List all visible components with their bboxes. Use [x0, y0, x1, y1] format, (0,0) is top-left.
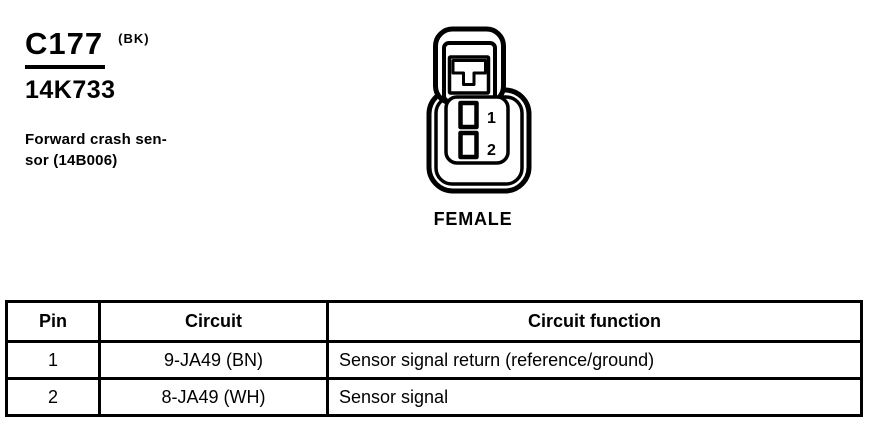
pin-slot-1	[458, 100, 479, 130]
function-cell: Sensor signal	[326, 377, 863, 417]
table-row: 1 9-JA49 (BN) Sensor signal return (refe…	[5, 340, 863, 380]
description-line-1: Forward crash sen-	[25, 131, 167, 148]
title-block: C177 (BK) 14K733 Forward crash sen- sor …	[25, 28, 167, 171]
connector-id-underline	[25, 65, 105, 69]
connector-id-row: C177 (BK)	[25, 28, 167, 59]
pin-1-label: 1	[487, 110, 496, 127]
pin-2-label: 2	[487, 142, 496, 159]
column-header-pin: Pin	[5, 300, 101, 343]
pin-cell: 1	[5, 340, 101, 380]
connector-id: C177	[25, 26, 104, 61]
lock-tab-key	[451, 59, 487, 86]
table-header-row: Pin Circuit Circuit function	[5, 300, 863, 343]
function-cell: Sensor signal return (reference/ground)	[326, 340, 863, 380]
circuit-cell: 8-JA49 (WH)	[98, 377, 329, 417]
description-line-2: sor (14B006)	[25, 152, 118, 169]
pinout-table: Pin Circuit Circuit function 1 9-JA49 (B…	[5, 300, 863, 417]
column-header-circuit: Circuit	[98, 300, 329, 343]
pin-slot-2	[458, 130, 479, 160]
pin-cell: 2	[5, 377, 101, 417]
connector-gender-label: FEMALE	[433, 209, 513, 229]
part-number: 14K733	[25, 76, 116, 104]
connector-description: Forward crash sen- sor (14B006)	[25, 129, 167, 171]
connector-diagram: 1 2	[420, 12, 535, 198]
table-row: 2 8-JA49 (WH) Sensor signal	[5, 377, 863, 417]
connector-color-code: (BK)	[118, 31, 150, 46]
column-header-circuit-function: Circuit function	[326, 300, 863, 343]
circuit-cell: 9-JA49 (BN)	[98, 340, 329, 380]
